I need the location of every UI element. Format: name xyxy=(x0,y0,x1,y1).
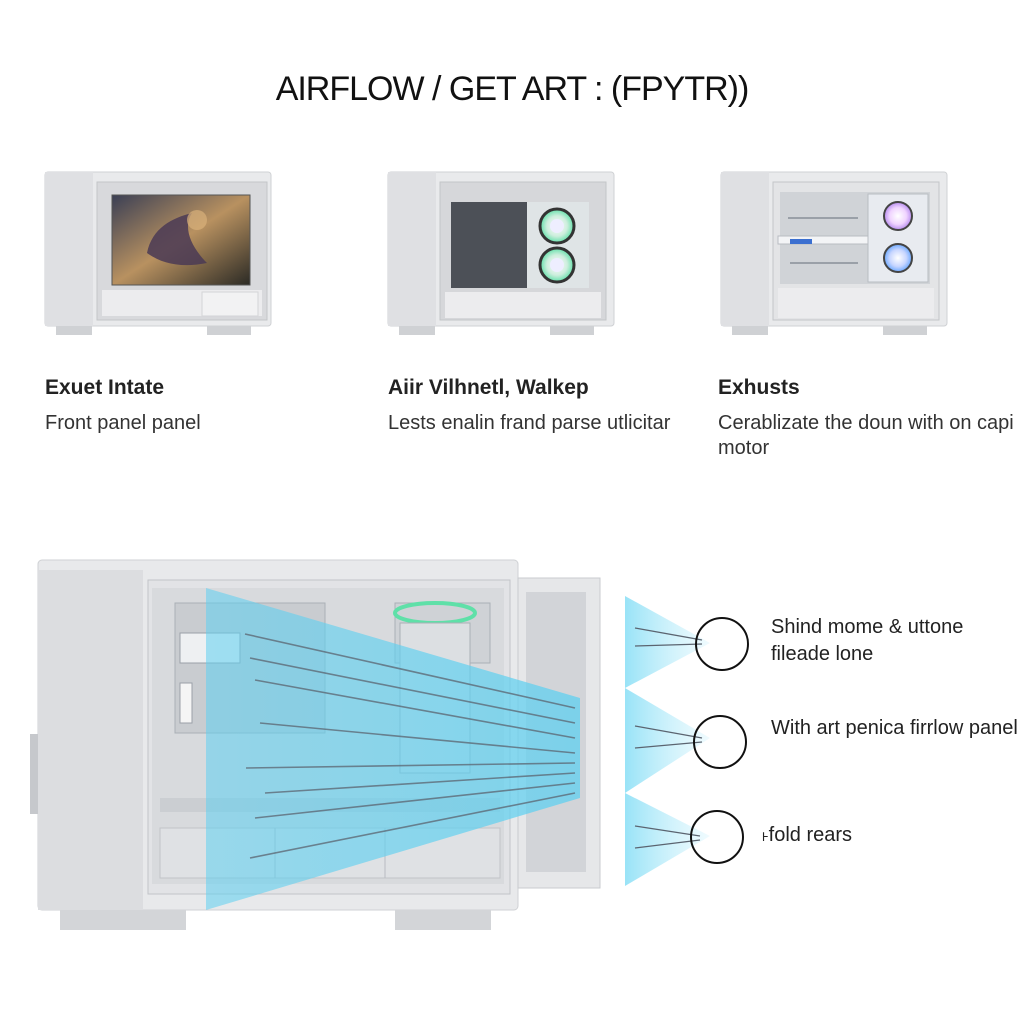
callout-marker-1 xyxy=(695,617,749,671)
airflow-title: Aiir Vilhnetl, Walkep xyxy=(388,376,589,399)
callout-label-3: ˫fold rears xyxy=(762,824,853,846)
callout-marker-3 xyxy=(690,810,744,864)
diagram-title: AIRFLOW / GET ART : (FPYTR)) xyxy=(275,70,750,108)
case-illustration-airflow xyxy=(385,168,617,340)
case-illustration-exhaust xyxy=(718,168,950,340)
case-illustration-intake xyxy=(42,168,274,340)
airflow-description: Lests enalin frand parse utlicitar xyxy=(388,412,671,434)
callout-label-1: Shind mome & uttone fileade lone xyxy=(771,616,964,665)
callout-marker-2 xyxy=(693,715,747,769)
exhaust-title: Exhusts xyxy=(718,376,800,399)
intake-title: Exuet Intate xyxy=(45,376,165,399)
airflow-cutaway-diagram xyxy=(30,548,750,938)
intake-description: Front panel panel xyxy=(45,412,201,434)
exhaust-description: Cerablizate the doun with on capi motor xyxy=(718,412,1014,459)
callout-label-2: With art penica firrlow panel xyxy=(771,717,1018,739)
